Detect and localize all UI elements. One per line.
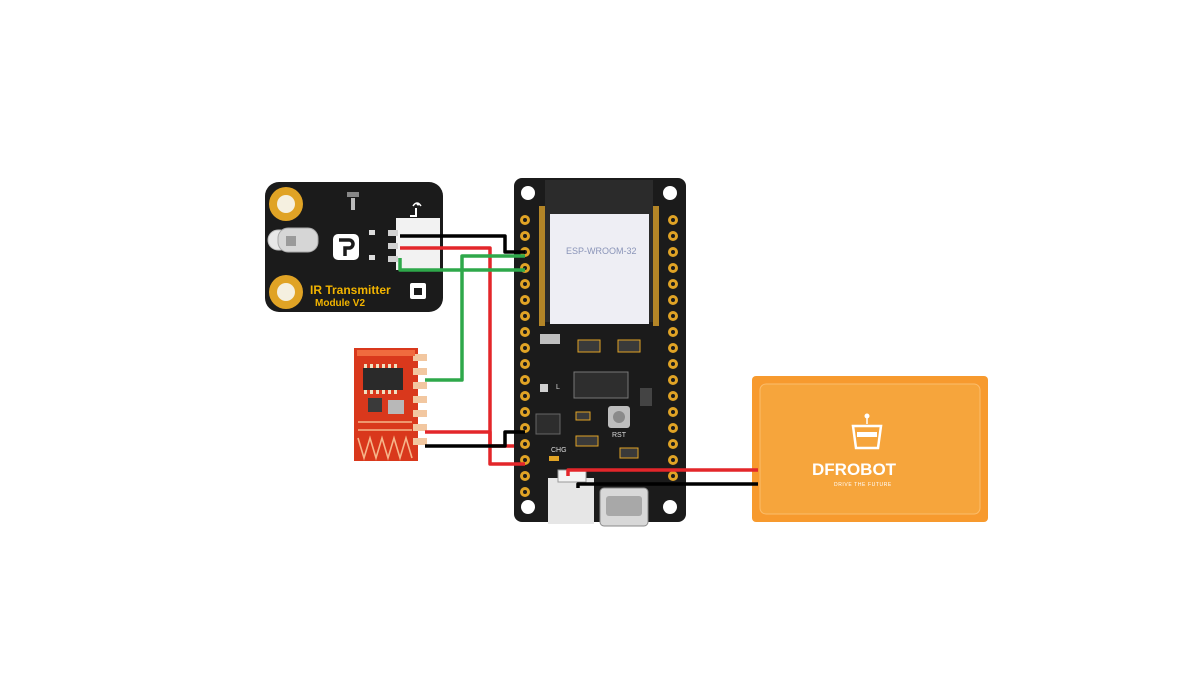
lipo-battery: DFROBOT DRIVE THE FUTURE: [752, 376, 988, 522]
mounting-hole: [269, 275, 303, 309]
rf-module: [354, 348, 427, 461]
battery-tagline: DRIVE THE FUTURE: [834, 482, 892, 488]
esp-wroom-module: ESP-WROOM-32: [539, 180, 659, 326]
wire-rf-gnd: [425, 430, 525, 448]
wireless-icon: [410, 202, 422, 217]
esp32-board: ESP-WROOM-32: [514, 178, 686, 527]
robot-head-icon: [851, 413, 883, 450]
wire-battery-negative: [576, 482, 758, 488]
ir-module-badge: [410, 283, 426, 299]
wire-ir-signal: [398, 258, 525, 272]
chg-label: CHG: [551, 447, 567, 454]
ir-transmitter-module: IR Transmitter Module V2: [265, 182, 443, 312]
wire-rf-vcc: [425, 430, 514, 448]
battery-connector: [548, 469, 594, 524]
battery-brand: DFROBOT: [812, 460, 897, 479]
l-label: L: [556, 384, 560, 391]
wire-ir-vcc: [400, 246, 525, 466]
rst-label: RST: [612, 432, 627, 439]
ir-module-title: IR Transmitter: [310, 283, 391, 297]
esp-chip-label: ESP-WROOM-32: [566, 246, 637, 256]
wire-rf-data: [425, 254, 525, 382]
wire-ir-gnd: [400, 234, 525, 254]
ir-module-subtitle: Module V2: [315, 298, 365, 309]
wires: [398, 234, 758, 488]
wire-battery-positive: [566, 468, 758, 476]
dfrobot-logo-icon: [333, 234, 359, 260]
ir-led-icon: [267, 227, 319, 253]
rst-button: [608, 406, 630, 428]
ir-connector: [388, 218, 440, 270]
usb-port: [599, 487, 649, 527]
mounting-hole: [269, 187, 303, 221]
